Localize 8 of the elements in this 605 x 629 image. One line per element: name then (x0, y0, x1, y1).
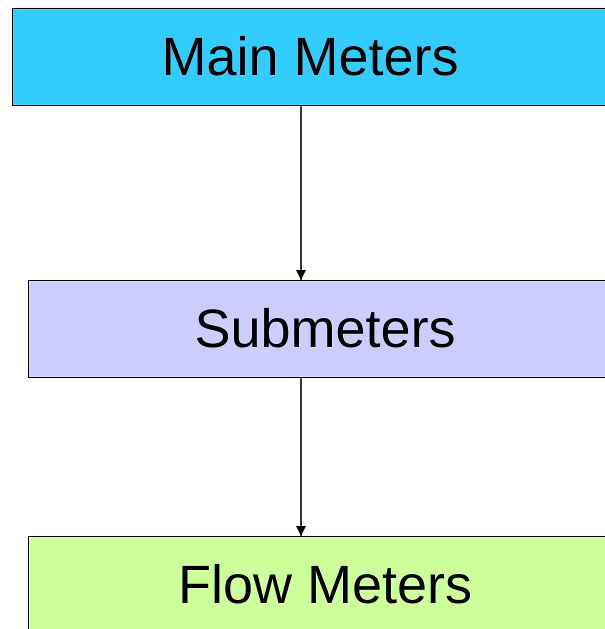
box-label: Main Meters (161, 30, 459, 84)
box-label: Flow Meters (178, 558, 472, 612)
arrow (296, 106, 306, 280)
process-box (12, 8, 605, 106)
arrow (296, 378, 306, 536)
box-label: Submeters (194, 302, 456, 356)
process-box (28, 536, 605, 629)
process-box (28, 280, 605, 378)
